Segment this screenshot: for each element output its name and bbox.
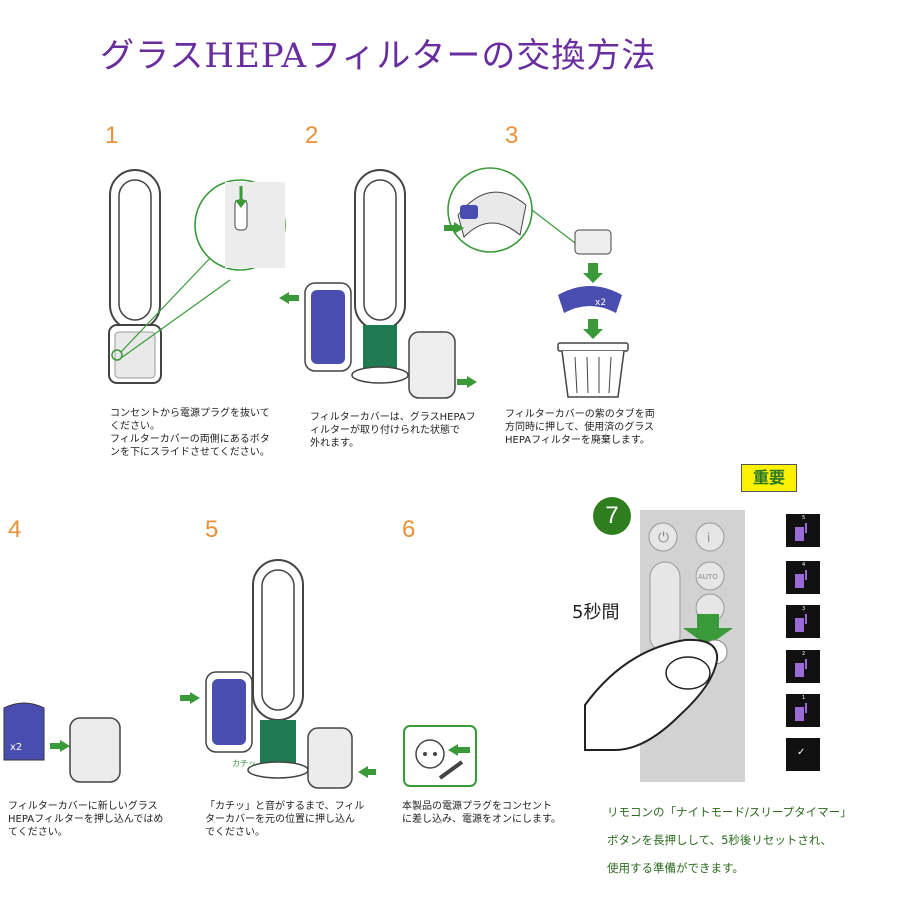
trash-bin-icon [557, 342, 629, 352]
step-6-caption: 本製品の電源プラグをコンセント に差し込み、電源をオンにします。 [402, 801, 561, 825]
countdown-screen-3: 3 [786, 605, 820, 638]
step-1-number: 1 [105, 122, 119, 149]
step-1-illustration [108, 169, 286, 384]
x2-label: x2 [10, 742, 22, 753]
button-highlight [111, 349, 123, 361]
filter-cover [69, 717, 121, 783]
step-7-number: 7 [593, 497, 631, 535]
x2-label: x2 [595, 298, 606, 308]
step-7-note-line-2: ボタンを長押しして、5秒後リセットされ、 [607, 833, 833, 847]
countdown-screen-5: 5 [786, 514, 820, 547]
purple-tab [460, 205, 478, 219]
five-seconds-label: 5秒間 [572, 602, 620, 623]
countdown-screen-done: ✓ [786, 738, 820, 771]
filter-purple-left [311, 290, 345, 364]
countdown-screen-4: 4 [786, 561, 820, 594]
page-title: グラスHEPAフィルターの交換方法 [100, 36, 657, 76]
step-2-illustration [279, 169, 477, 399]
step-3-illustration: x2 [444, 167, 629, 398]
right-arrow-icon [180, 692, 200, 704]
info-icon: i [707, 531, 710, 545]
step-3-caption: フィルターカバーの紫のタブを両 方同時に押して、使用済のグラス HEPAフィルタ… [505, 409, 655, 446]
fan-loop-inner [118, 179, 152, 321]
step-2-caption: フィルターカバーは、グラスHEPAフ ィルターが取り付けられた状態で 外れます。 [310, 412, 476, 449]
step-4-illustration: x2 [3, 702, 121, 783]
power-icon: ⏻ [658, 530, 669, 546]
check-icon: ✓ [797, 747, 806, 758]
auto-label: AUTO [698, 573, 718, 581]
purple-tabs-x2 [558, 286, 622, 313]
power-plug-icon [438, 760, 464, 780]
step-6-illustration [403, 725, 477, 787]
left-arrow-icon [448, 744, 470, 756]
step-2-number: 2 [305, 122, 319, 149]
down-arrow-icon [583, 263, 603, 283]
step-4-number: 4 [8, 516, 22, 543]
new-filter-purple [3, 702, 45, 761]
step-1-caption: コンセントから電源プラグを抜いて ください。 フィルターカバーの両側にあるボタ … [110, 408, 270, 458]
remote-control-illustration: ⏻ i AUTO [584, 510, 745, 782]
step-3-number: 3 [505, 122, 519, 149]
left-arrow-icon [279, 292, 299, 304]
step-6-number: 6 [402, 516, 416, 543]
right-arrow-icon [50, 740, 70, 752]
step-5-caption: 「カチッ」と音がするまで、フィル ターカバーを元の位置に押し込ん でください。 [205, 801, 365, 838]
important-badge: 重要 [741, 464, 797, 492]
down-arrow-icon [683, 614, 733, 646]
left-arrow-icon [358, 766, 376, 778]
step-5-number: 5 [205, 516, 219, 543]
fan-filter-mesh [114, 331, 156, 379]
step-4-caption: フィルターカバーに新しいグラス HEPAフィルターを押し込んではめ てください。 [8, 801, 164, 838]
speed-button [649, 561, 681, 653]
click-label: カチッ [232, 759, 256, 768]
step-5-illustration: カチッ [180, 559, 376, 789]
right-arrow-icon [457, 376, 477, 388]
step-7-note-line-1: リモコンの「ナイトモード/スリープタイマー」 [607, 805, 852, 819]
fingernail [665, 656, 711, 690]
step-7-note-line-3: 使用する準備ができます。 [607, 861, 744, 875]
countdown-screen-1: 1 [786, 694, 820, 727]
filter-purple [212, 679, 246, 745]
countdown-screen-2: 2 [786, 650, 820, 683]
filter-cover-right [408, 331, 456, 399]
